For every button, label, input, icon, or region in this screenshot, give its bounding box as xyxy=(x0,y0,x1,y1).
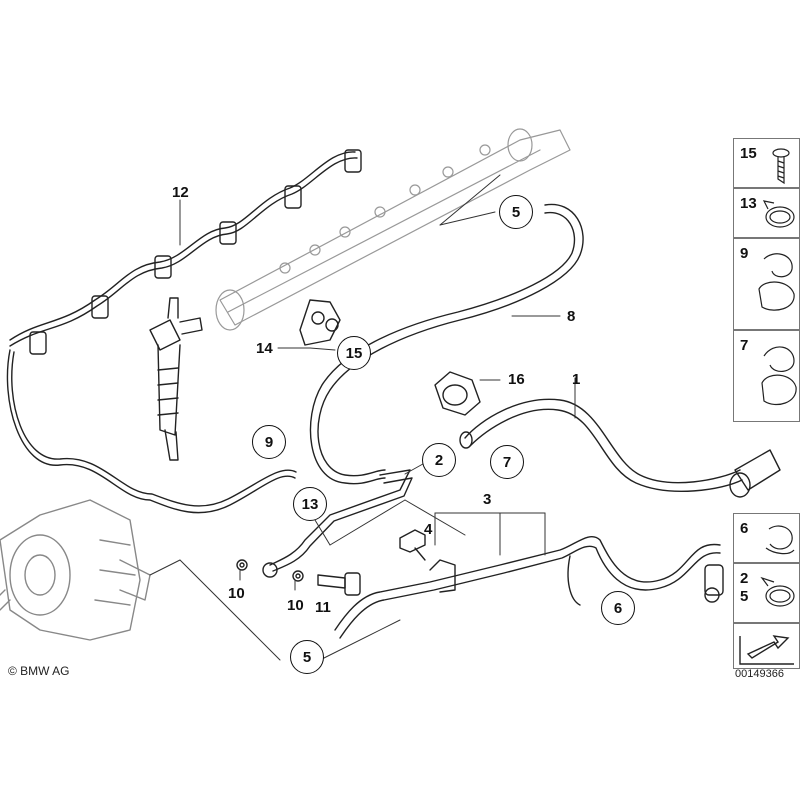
arrow-icon xyxy=(739,635,794,665)
double-clip-icon xyxy=(758,253,795,311)
hose-1 xyxy=(464,398,741,484)
callout-1: 1 xyxy=(572,371,581,388)
callout-15: 15 xyxy=(337,336,371,370)
callout-5-bottom: 5 xyxy=(290,640,324,674)
callout-12: 12 xyxy=(172,184,189,201)
callout-10-right: 10 xyxy=(287,597,304,614)
callout-11: 11 xyxy=(315,599,331,616)
diagram-id: 00149366 xyxy=(735,668,784,680)
legend-label: 13 xyxy=(740,195,757,212)
legend-label: 15 xyxy=(740,145,757,162)
hose-clamp-icon xyxy=(762,200,795,228)
parts-legend: 15 13 9 7 xyxy=(733,138,800,680)
screw-icon xyxy=(772,148,790,185)
sensor-4 xyxy=(399,529,426,561)
hose-8 xyxy=(317,203,584,477)
callout-14: 14 xyxy=(256,340,273,357)
callout-16: 16 xyxy=(508,371,525,388)
legend-label: 6 xyxy=(740,520,749,537)
copyright-label: © BMW AG xyxy=(8,664,70,678)
legend-item-7: 7 xyxy=(733,330,800,422)
legend-item-15: 15 xyxy=(733,138,800,188)
hose-9 xyxy=(6,349,296,514)
injector-drawing xyxy=(149,297,203,461)
callout-2: 2 xyxy=(422,443,456,477)
legend-label: 7 xyxy=(740,337,749,354)
spring-clamp-icon xyxy=(760,576,795,607)
hose-13 xyxy=(269,469,411,566)
clip-14 xyxy=(299,299,341,346)
callout-4: 4 xyxy=(424,521,433,538)
injector-leak-line xyxy=(9,149,362,355)
legend-item-9: 9 xyxy=(733,238,800,330)
hose-3 xyxy=(334,535,721,631)
callout-6: 6 xyxy=(601,591,635,625)
callout-8: 8 xyxy=(567,308,576,325)
legend-item-13: 13 xyxy=(733,188,800,238)
hp-pump-drawing xyxy=(0,499,151,641)
callout-5-top: 5 xyxy=(499,195,533,229)
legend-item-6: 6 xyxy=(733,513,800,563)
callout-3: 3 xyxy=(483,491,492,508)
grommet-16 xyxy=(434,371,481,416)
legend-item-arrow xyxy=(733,623,800,669)
legend-label: 9 xyxy=(740,245,749,262)
common-rail-outline xyxy=(215,128,571,331)
legend-item-2-5: 2 5 xyxy=(733,563,800,623)
callout-13: 13 xyxy=(293,487,327,521)
legend-label: 2 5 xyxy=(740,570,749,605)
double-clip-large-icon xyxy=(761,346,797,406)
callout-9: 9 xyxy=(252,425,286,459)
single-clip-icon xyxy=(765,525,795,555)
callout-10-left: 10 xyxy=(228,585,245,602)
callout-7: 7 xyxy=(490,445,524,479)
